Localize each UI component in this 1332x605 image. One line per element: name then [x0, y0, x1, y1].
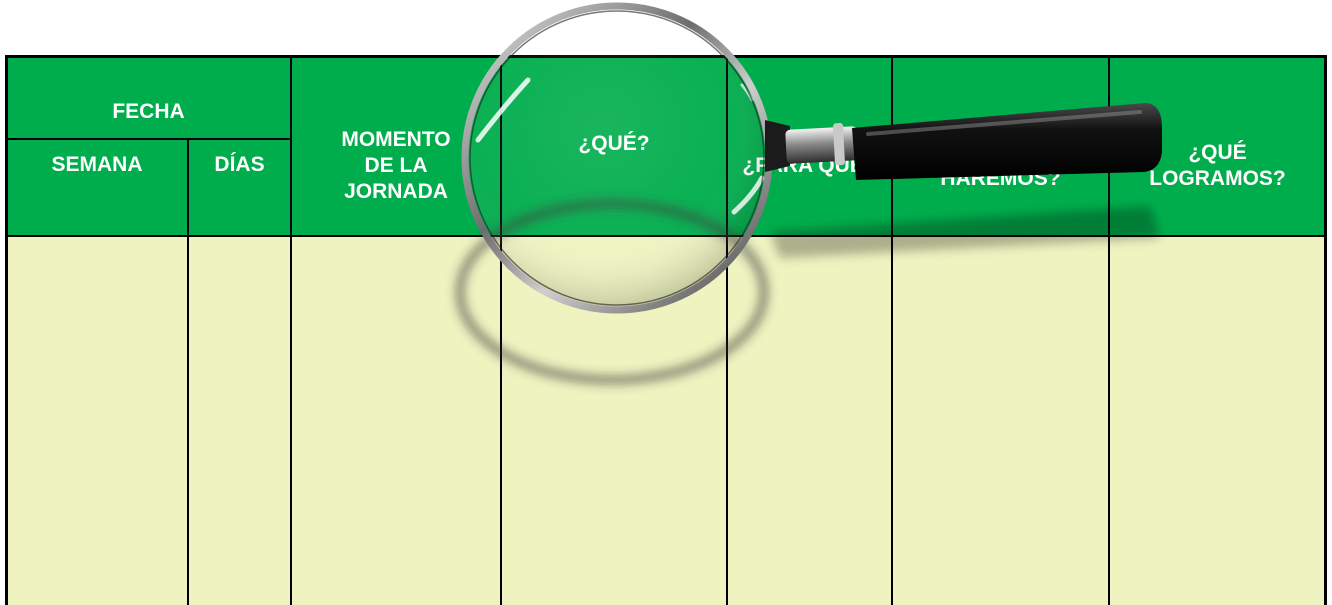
- header-momento-label: MOMENTO DE LA JORNADA: [341, 127, 451, 204]
- header-logramos-label: ¿QUÉ LOGRAMOS?: [1149, 140, 1286, 190]
- header-como: ¿CÓMO LO HAREMOS?: [891, 55, 1110, 237]
- header-semana-label: SEMANA: [51, 153, 143, 177]
- header-dias: DÍAS: [187, 138, 292, 237]
- header-como-label: ¿CÓMO LO HAREMOS?: [940, 140, 1061, 190]
- header-que: ¿QUÉ?: [500, 55, 728, 237]
- header-que-label: ¿QUÉ?: [578, 131, 650, 155]
- header-semana: SEMANA: [5, 138, 189, 237]
- body-cell-como[interactable]: [891, 235, 1110, 605]
- header-dias-label: DÍAS: [214, 153, 265, 177]
- header-fecha: FECHA: [5, 55, 292, 140]
- header-para-que: ¿PARA QUÉ?: [726, 55, 893, 237]
- header-para-que-label: ¿PARA QUÉ?: [742, 153, 877, 177]
- body-cell-para-que[interactable]: [726, 235, 893, 605]
- body-cell-semana[interactable]: [5, 235, 189, 605]
- body-cell-logramos[interactable]: [1108, 235, 1327, 605]
- header-fecha-label: FECHA: [112, 100, 185, 124]
- body-cell-que[interactable]: [500, 235, 728, 605]
- header-momento: MOMENTO DE LA JORNADA: [290, 55, 502, 237]
- body-cell-momento[interactable]: [290, 235, 502, 605]
- body-cell-dias[interactable]: [187, 235, 292, 605]
- header-logramos: ¿QUÉ LOGRAMOS?: [1108, 55, 1327, 237]
